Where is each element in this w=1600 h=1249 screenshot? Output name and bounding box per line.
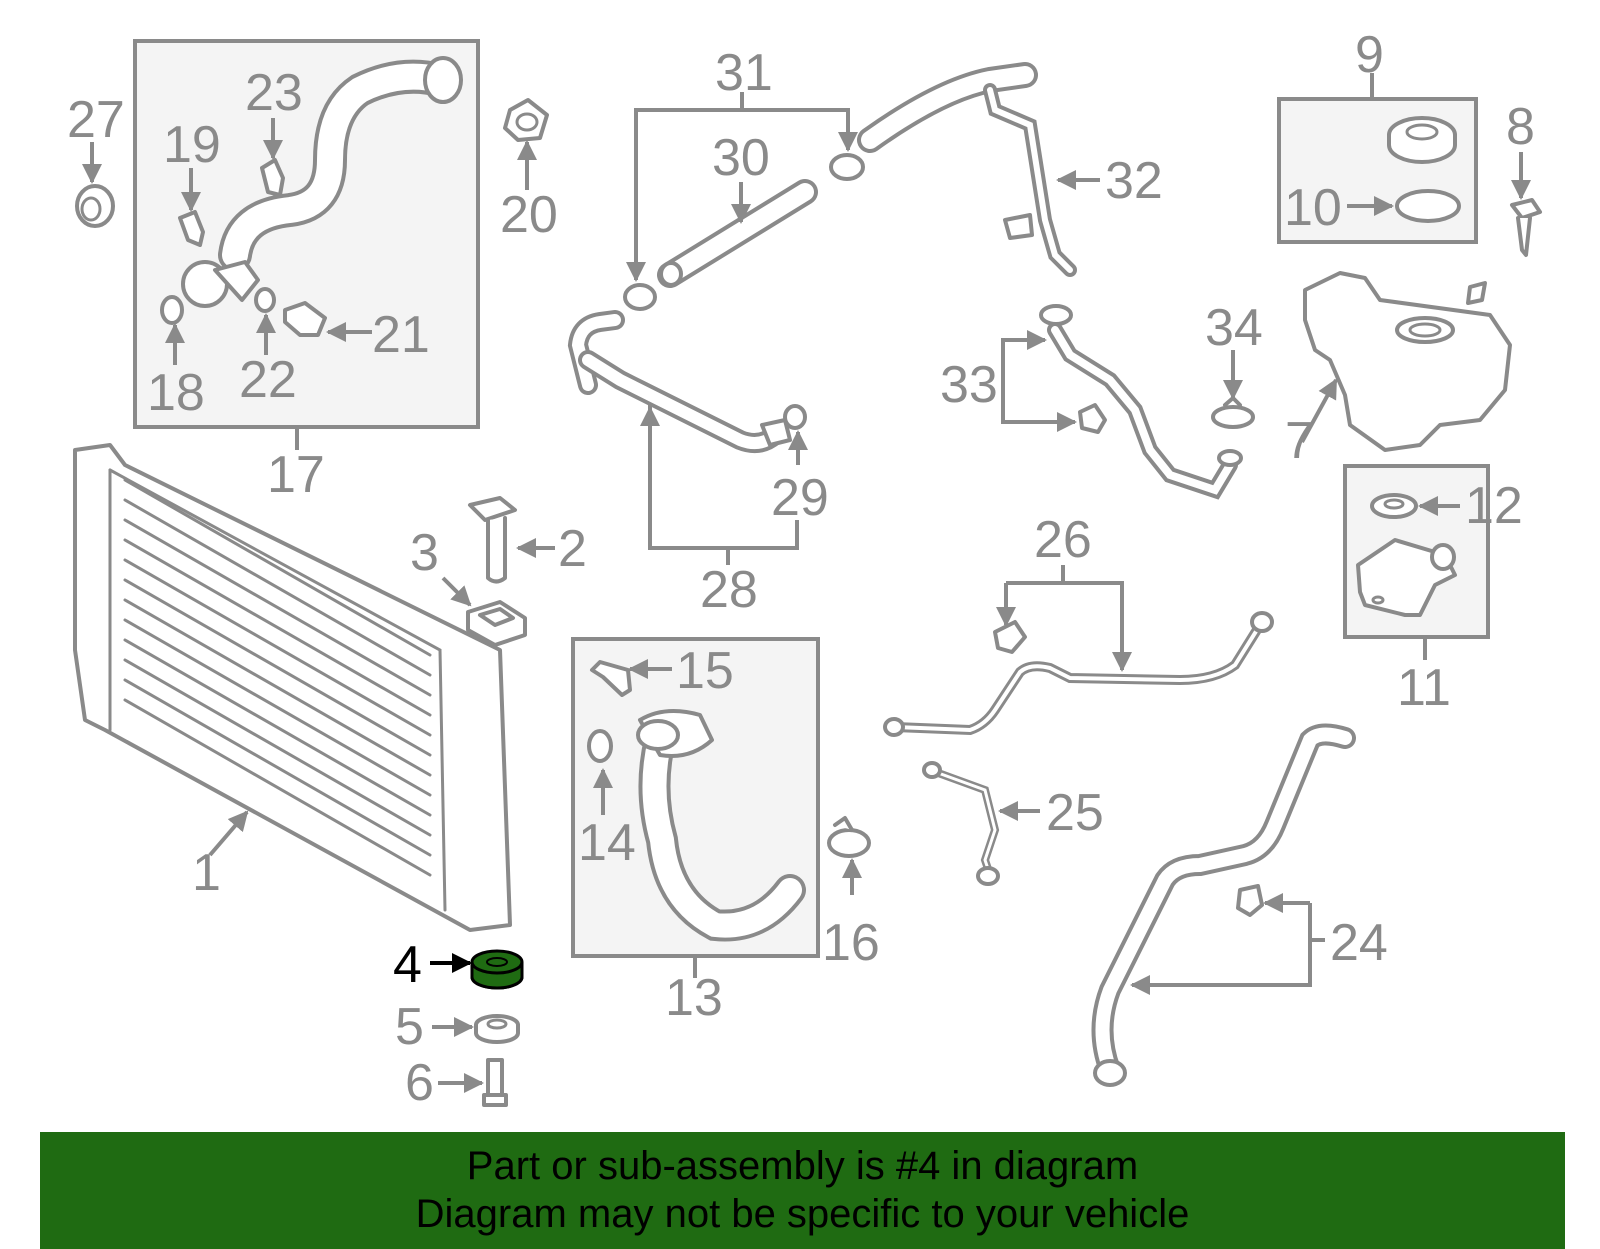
pipe-part-33 [1039,304,1243,500]
seal-ring-part-10 [1395,189,1461,223]
pipe-part-24 [1091,723,1356,1087]
mount-pin-part-2 [468,496,517,584]
line-part-26 [883,611,1274,737]
label-28: 28 [700,561,758,619]
clamp-part-31 [623,153,865,311]
hose-part-30 [657,179,818,288]
grommet-part-3 [466,600,527,647]
clamp-part-20 [503,98,549,142]
o-ring-part-14 [587,729,613,763]
label-5: 5 [395,998,424,1056]
label-22: 22 [239,351,297,409]
label-7: 7 [1285,412,1314,470]
bracket-part-11 [1356,538,1457,617]
clip-part-23 [260,158,285,197]
cap-part-12 [1370,493,1418,519]
info-banner: Part or sub-assembly is #4 in diagram Di… [40,1132,1565,1249]
bushing-part-4 [470,949,524,990]
parts-diagram: 1 2 3 4 5 6 7 8 9 10 11 12 13 14 15 16 1… [67,26,1542,1112]
label-18: 18 [147,364,205,422]
banner-line-1: Part or sub-assembly is #4 in diagram [466,1144,1139,1188]
label-13: 13 [665,969,723,1027]
label-33: 33 [940,356,998,414]
label-30: 30 [712,129,770,187]
pipe-part-32 [857,62,1077,277]
label-1: 1 [192,844,221,902]
screw-part-8 [1510,198,1542,257]
banner-line-2: Diagram may not be specific to your vehi… [415,1192,1190,1236]
clip-part-15 [590,660,632,697]
hose-part-13 [636,709,806,942]
label-21: 21 [372,306,430,364]
washer-part-5 [474,1014,520,1044]
label-17: 17 [267,446,325,504]
label-16: 16 [822,914,880,972]
sensor-part-21 [283,301,327,337]
o-ring-part-22 [254,287,276,313]
label-11: 11 [1397,659,1451,717]
bolt-part-6 [482,1058,508,1107]
hose-part-17 [181,56,463,308]
pipe-part-28 [567,310,792,454]
expansion-tank-part-7 [1303,271,1512,452]
label-9: 9 [1355,26,1384,84]
label-2: 2 [558,520,587,578]
clamp-part-16 [827,816,871,858]
label-14: 14 [578,814,636,872]
label-34: 34 [1205,299,1263,357]
cap-part-27 [75,184,115,228]
label-24: 24 [1330,914,1388,972]
radiator-part-1 [73,443,512,932]
label-23: 23 [245,64,303,122]
cap-part-9 [1387,116,1457,164]
label-4: 4 [393,936,422,994]
label-8: 8 [1506,98,1535,156]
label-3: 3 [410,524,439,582]
label-31: 31 [715,44,773,102]
label-6: 6 [405,1054,434,1112]
line-part-25 [922,761,1000,886]
label-12: 12 [1465,477,1523,535]
o-ring-part-29 [783,404,807,430]
label-29: 29 [771,469,829,527]
clamp-part-34 [1211,396,1255,429]
o-ring-part-18 [160,295,184,325]
label-26: 26 [1034,511,1092,569]
clip-part-19 [178,210,205,247]
label-15: 15 [676,642,734,700]
label-20: 20 [500,186,558,244]
label-25: 25 [1046,784,1104,842]
label-27: 27 [67,91,125,149]
label-32: 32 [1105,152,1163,210]
label-10: 10 [1284,179,1342,237]
label-19: 19 [163,116,221,174]
